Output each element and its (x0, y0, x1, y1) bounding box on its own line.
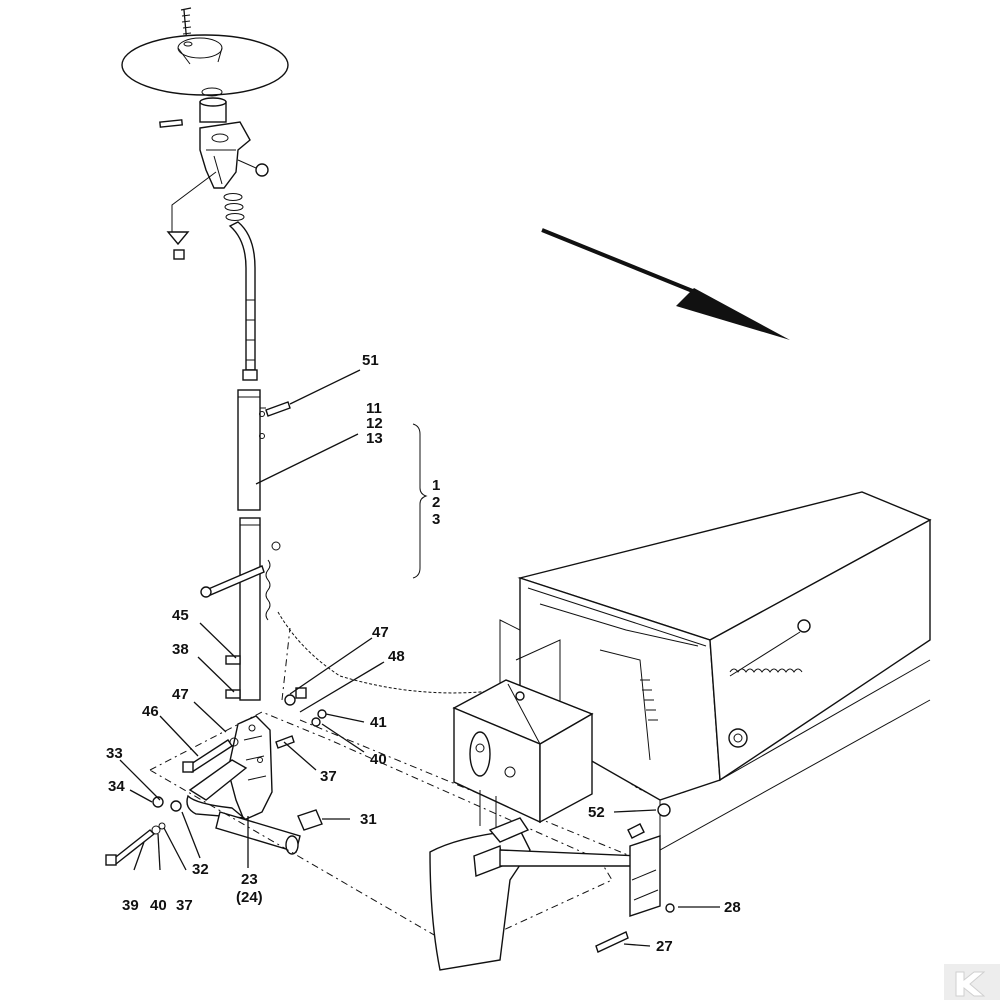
callout-28: 28 (724, 899, 741, 916)
callouts: 51 11 12 13 1 2 3 45 38 47 48 47 41 46 4… (106, 352, 741, 955)
frame (429, 803, 675, 971)
callout-47-lower: 47 (172, 686, 189, 703)
leader-lines (119, 369, 720, 947)
callout-33: 33 (106, 745, 123, 762)
callout-group-2: 2 (432, 494, 440, 511)
callout-23: 23 (241, 871, 258, 888)
control-box (452, 679, 594, 840)
callout-41: 41 (370, 714, 387, 731)
lower-square-tube (200, 517, 281, 701)
callout-27: 27 (656, 938, 673, 955)
direction-arrow (541, 228, 790, 340)
callout-48: 48 (388, 648, 405, 665)
upper-square-tube (237, 389, 291, 511)
callout-40-lower: 40 (150, 897, 167, 914)
callout-46: 46 (142, 703, 159, 720)
callout-31: 31 (360, 811, 377, 828)
callout-group-1: 1 (432, 477, 440, 494)
callout-51: 51 (362, 352, 379, 369)
callout-12: 12 (366, 415, 383, 432)
callout-52: 52 (588, 804, 605, 821)
callout-13: 13 (366, 430, 383, 447)
callout-group-3: 3 (432, 511, 440, 528)
callout-38: 38 (172, 641, 189, 658)
callout-24: (24) (236, 889, 263, 906)
callout-11: 11 (366, 400, 382, 417)
callout-37-lower: 37 (176, 897, 193, 914)
group-bracket (412, 423, 428, 579)
reference-outline-2 (281, 627, 641, 861)
callout-37-upper: 37 (320, 768, 337, 785)
callout-32: 32 (192, 861, 209, 878)
callout-47-upper: 47 (372, 624, 389, 641)
callout-34: 34 (108, 778, 125, 795)
mounting-bracket (105, 655, 327, 866)
callout-39: 39 (122, 897, 139, 914)
callout-40-upper: 40 (370, 751, 387, 768)
corner-logo (944, 964, 1000, 1000)
callout-45: 45 (172, 607, 189, 624)
spreader-disc-assembly (121, 7, 289, 381)
